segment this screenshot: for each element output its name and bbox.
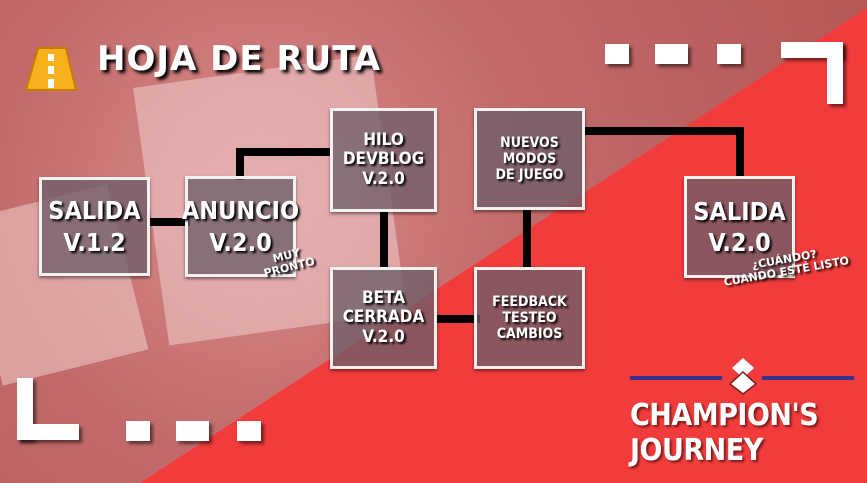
box-label: TESTEO [502, 309, 557, 326]
box-label: V.2.0 [362, 168, 405, 189]
milestone-nuevos-modos: NUEVOS MODOS DE JUEGO [474, 108, 585, 210]
box-label: CERRADA [342, 307, 425, 328]
connector-line [380, 210, 388, 270]
milestone-feedback: FEEDBACK TESTEO CAMBIOS [474, 267, 585, 369]
box-label: NUEVOS [500, 134, 559, 151]
connector-line [584, 127, 744, 135]
box-label: V.1.2 [63, 227, 126, 257]
connector-line [236, 148, 332, 156]
page-title: HOJA DE RUTA [97, 39, 382, 79]
connector-line [436, 315, 480, 323]
box-label: DEVBLOG [342, 149, 425, 170]
dot-square [176, 421, 209, 441]
milestone-salida-v1: SALIDA V.1.2 [39, 177, 150, 276]
connector-line [736, 127, 744, 179]
box-label: V.2.0 [708, 228, 771, 257]
connector-line [236, 148, 244, 180]
dot-square [717, 44, 741, 64]
road-icon [24, 47, 78, 91]
dot-square [605, 44, 629, 64]
box-label: SALIDA [48, 196, 141, 226]
box-label: FEEDBACK [492, 293, 567, 310]
brand-line-right [762, 376, 854, 380]
corner-bracket [17, 424, 79, 440]
brand-line-left [630, 376, 722, 380]
box-label: ANUNCIO [181, 196, 300, 226]
corner-bracket [827, 42, 843, 104]
box-label: MODOS [502, 150, 557, 167]
box-label: V.2.0 [362, 326, 405, 347]
box-label: BETA [361, 287, 406, 308]
dot-square [237, 421, 261, 441]
dot-square [126, 421, 150, 441]
connector-line [523, 208, 531, 270]
box-label: HILO [363, 129, 404, 150]
milestone-beta-cerrada: BETA CERRADA V.2.0 [330, 267, 437, 369]
dot-square [655, 44, 688, 64]
box-label: DE JUEGO [495, 167, 564, 184]
brand-emblem-icon [728, 358, 758, 395]
milestone-hilo-devblog: HILO DEVBLOG V.2.0 [330, 108, 437, 212]
box-label: V.2.0 [209, 227, 272, 257]
milestone-anuncio: ANUNCIO V.2.0 [181, 176, 300, 277]
box-label: SALIDA [693, 196, 786, 226]
connector-line [150, 218, 190, 226]
milestone-salida-v2: SALIDA V.2.0 [684, 176, 795, 278]
brand-name: CHAMPION'S JOURNEY [630, 398, 819, 468]
box-label: CAMBIOS [496, 326, 563, 343]
